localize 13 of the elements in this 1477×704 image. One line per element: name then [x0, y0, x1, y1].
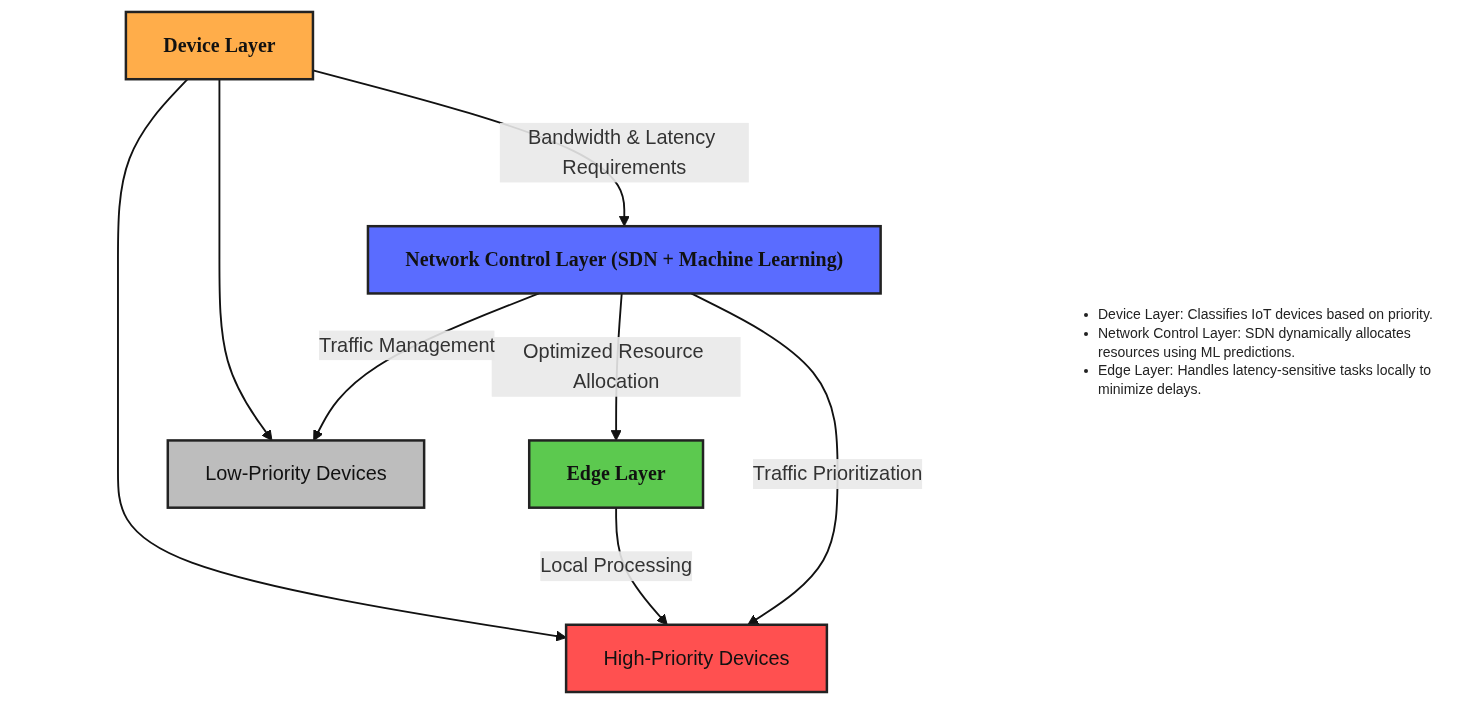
note-text: Network Control Layer: SDN dynamically allocates resources using ML predictions.: [1098, 323, 1412, 362]
node-box: Network Control Layer (SDN + Machine Learning): [366, 224, 882, 295]
edge-label: Optimized Resource Allocation: [522, 340, 704, 392]
edge-label: Bandwidth & Latency Requirements: [527, 126, 715, 178]
edge-label: Local Processing: [540, 555, 692, 577]
edge-label: Traffic Management: [318, 334, 495, 356]
edge-label: Traffic Prioritization: [752, 462, 923, 485]
node-box: High-Priority Devices: [564, 623, 828, 694]
node-box: Device Layer: [124, 10, 315, 81]
node-box: Low-Priority Devices: [166, 439, 426, 509]
note-text: Edge Layer: Handles latency-sensitive tasks locally to minimize delays.: [1098, 361, 1433, 400]
note-text: Device Layer: Classifies IoT devices based on priority.: [1098, 304, 1433, 324]
node-box: Edge Layer: [527, 439, 705, 509]
